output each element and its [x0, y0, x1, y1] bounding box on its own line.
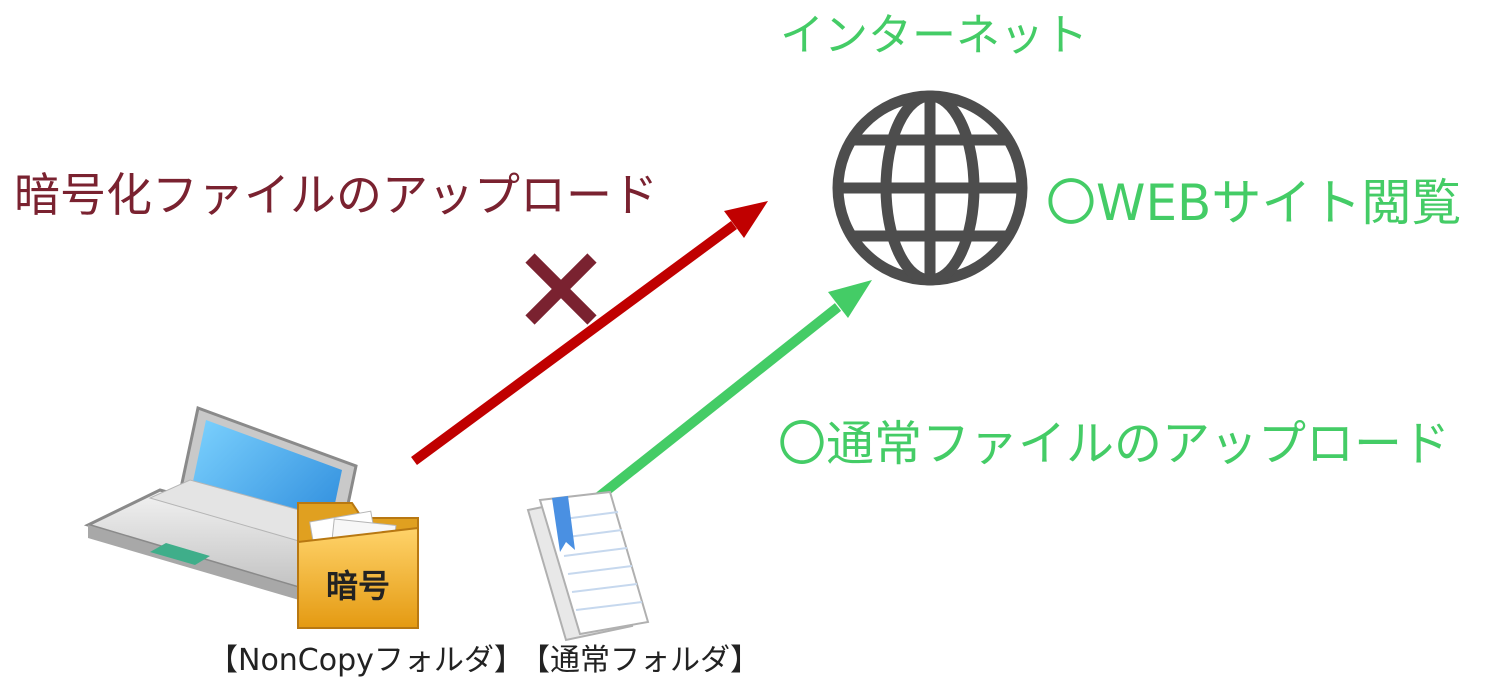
web-browse-label: 〇WEBサイト閲覧: [1046, 174, 1462, 232]
document-icon: [526, 490, 650, 642]
normal-upload-arrow: [587, 280, 872, 507]
noncopy-folder-label: 【NonCopyフォルダ】: [208, 643, 524, 678]
encrypted-upload-label: 暗号化ファイルのアップロード: [14, 168, 658, 222]
normal-upload-label: 〇通常ファイルのアップロード: [778, 416, 1451, 472]
folder-badge-text: 暗号: [326, 567, 390, 605]
normal-folder-label: 【通常フォルダ】: [520, 643, 760, 678]
encrypted-upload-arrow: [411, 201, 768, 466]
cross-icon: [525, 253, 597, 325]
folder-icon: 暗号: [297, 502, 419, 629]
globe-icon: [832, 90, 1028, 286]
internet-label: インターネット: [780, 10, 1088, 61]
laptop-icon: [83, 405, 416, 612]
